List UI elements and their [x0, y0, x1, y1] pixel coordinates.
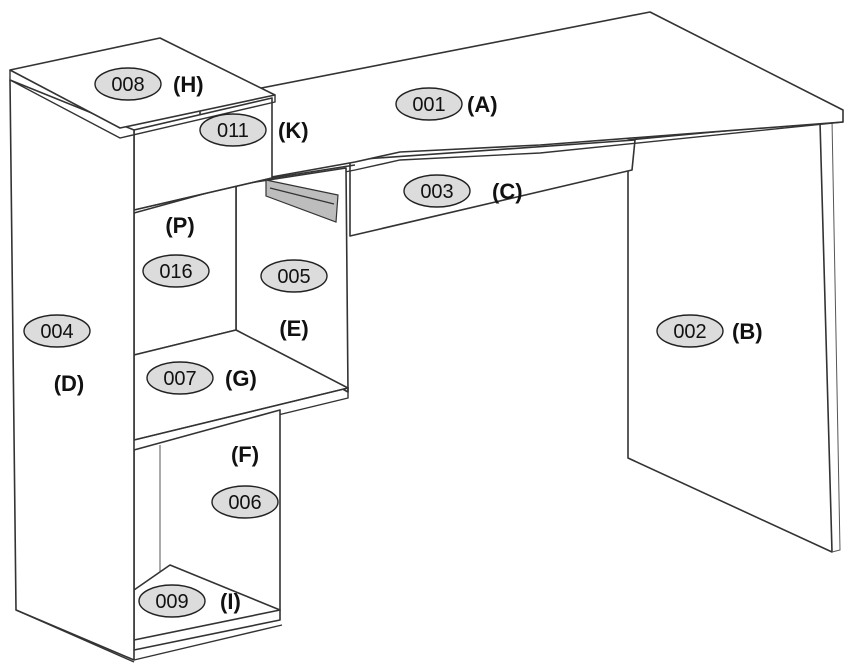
part-code-badge — [142, 254, 210, 288]
part-code-badge — [211, 485, 279, 519]
part-letter: (A) — [467, 92, 498, 117]
lower-unit-bottom-edge — [133, 624, 283, 661]
part-code-badge — [260, 259, 328, 293]
part-label-top-cap: 008 (H) — [94, 67, 204, 101]
part-letter: (F) — [231, 442, 259, 467]
top-cap-front-edge — [9, 70, 276, 139]
left-panel-bottom-edge — [15, 609, 135, 663]
part-code: 009 — [155, 591, 188, 613]
part-code: 003 — [420, 181, 453, 203]
part-code: 006 — [228, 492, 261, 514]
drawer-rail — [265, 179, 339, 223]
part-code-badge — [656, 314, 724, 348]
part-letter: (I) — [220, 589, 241, 614]
part-code-badge — [23, 314, 91, 348]
part-letter: (K) — [278, 118, 309, 143]
part-letter: (D) — [54, 371, 85, 396]
part-code-badge — [199, 113, 267, 147]
part-code: 011 — [217, 120, 249, 142]
part-code: 007 — [163, 368, 196, 390]
part-label-middle-divider: 005 (E) — [260, 259, 328, 341]
part-code-badge — [146, 361, 214, 395]
part-letter: (P) — [165, 213, 194, 238]
part-code: 001 — [412, 94, 445, 116]
part-letter: (E) — [279, 316, 308, 341]
part-letter: (C) — [492, 179, 523, 204]
part-label-lower-divider: 006 (F) — [211, 442, 279, 519]
part-code-badge — [395, 87, 463, 121]
part-label-left-side-panel: 004 (D) — [23, 314, 91, 396]
part-label-inner-divider: 016 (P) — [142, 213, 210, 288]
back-panel-drawing — [349, 139, 636, 237]
part-labels: 001 (A) 002 (B) 003 (C) 004 (D) 005 (E) 006 (F) 007 (… — [23, 67, 763, 618]
part-code: 005 — [277, 266, 310, 288]
upper-shelf-front — [133, 164, 356, 211]
part-letter: (B) — [732, 319, 763, 344]
part-code: 008 — [111, 74, 144, 96]
left-side-panel-drawing — [9, 79, 135, 661]
part-code-badge — [94, 67, 162, 101]
part-letter: (G) — [225, 366, 257, 391]
part-label-back-panel: 003 (C) — [403, 174, 523, 208]
drawer-rail-line — [269, 187, 335, 205]
part-label-right-side-panel: 002 (B) — [656, 314, 763, 348]
part-label-desk-top: 001 (A) — [395, 87, 498, 121]
part-code: 016 — [159, 261, 192, 283]
part-label-upper-shelf: 011 (K) — [199, 113, 309, 147]
part-label-middle-shelf: 007 (G) — [146, 361, 257, 395]
part-letter: (H) — [173, 72, 204, 97]
part-code-badge — [138, 584, 206, 618]
part-code: 002 — [673, 321, 706, 343]
part-code: 004 — [40, 321, 73, 343]
part-code-badge — [403, 174, 471, 208]
part-label-bottom-shelf: 009 (I) — [138, 584, 241, 618]
